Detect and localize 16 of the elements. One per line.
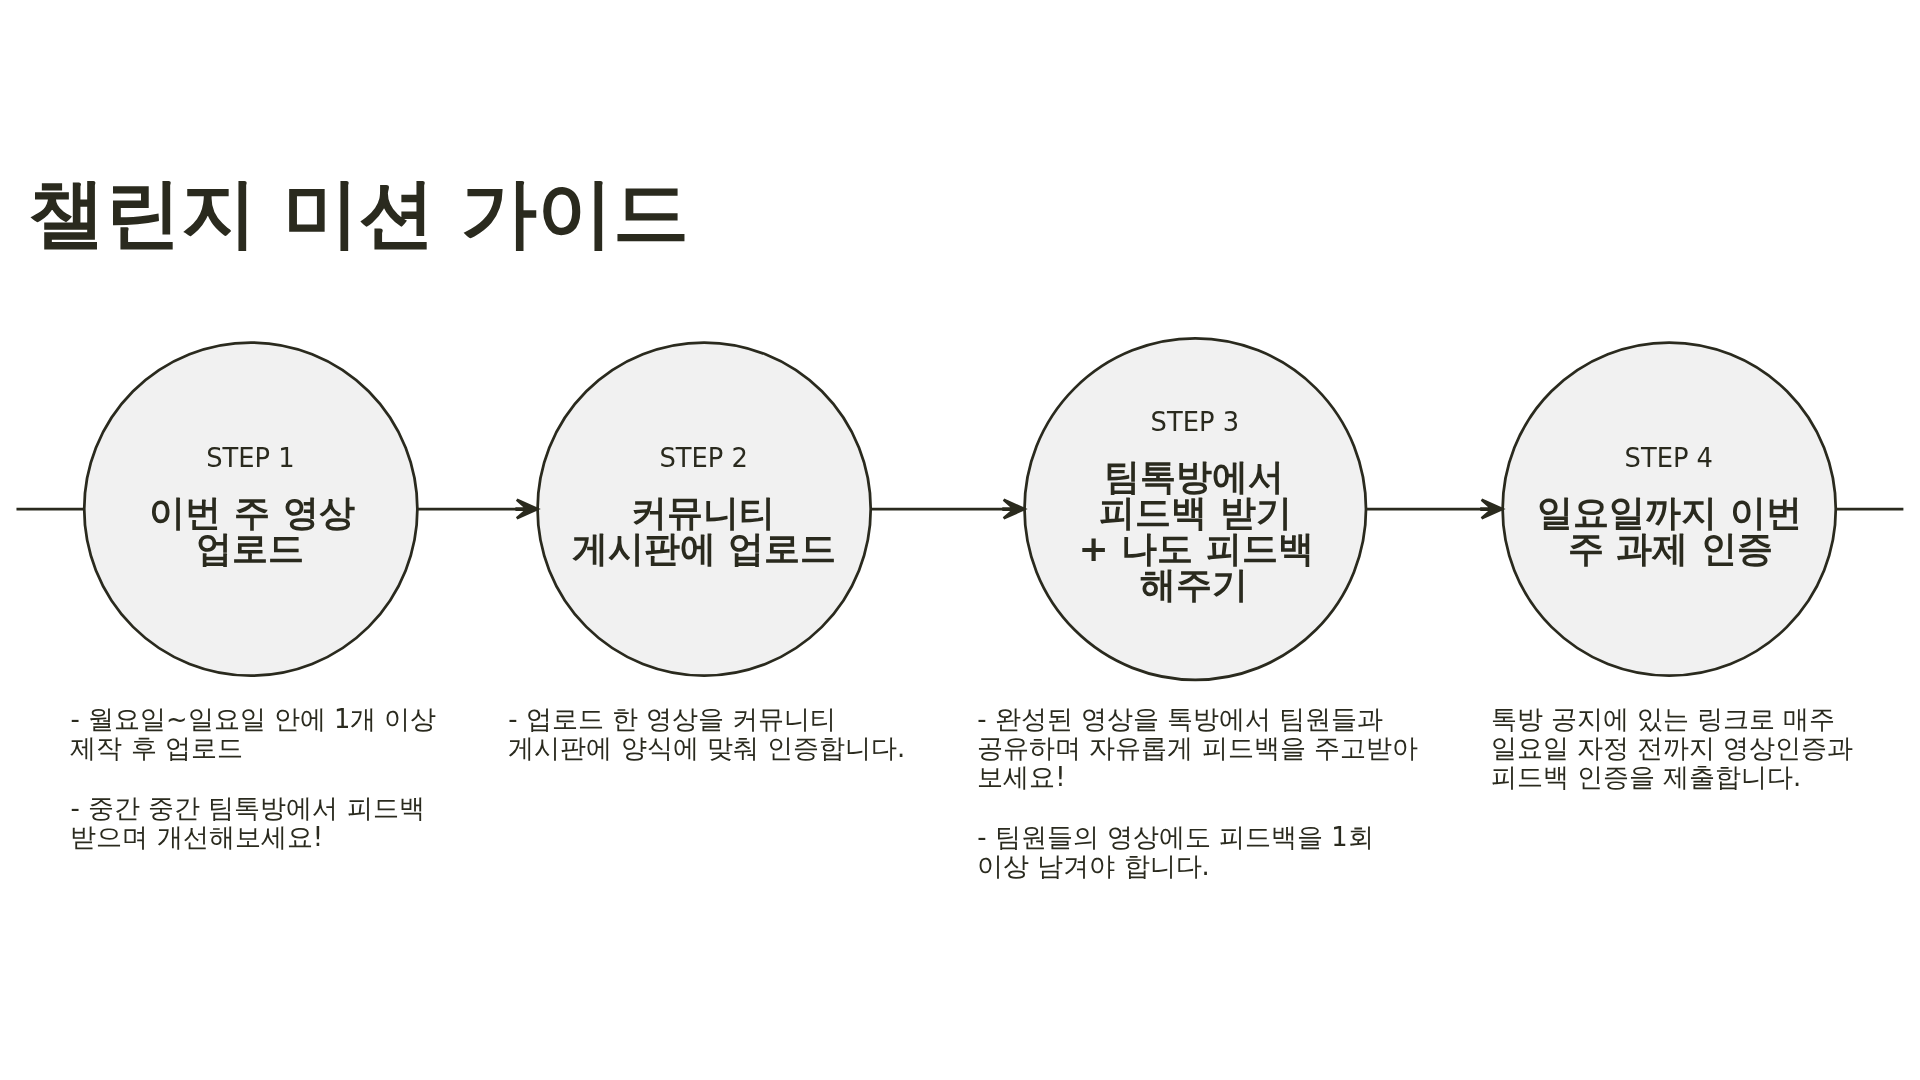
connector (16, 507, 85, 511)
node-circle: STEP 4 일요일까지 이번 주 과제 인증 (1501, 341, 1838, 678)
node-circle: STEP 1 이번 주 영상 업로드 (82, 341, 419, 678)
node-label: - 중간 중간 팀톡방에서 피드백 받으며 개선해보세요! (70, 792, 425, 853)
diagram-title: 챌린지 미션 가이드 (28, 169, 690, 258)
node-label: 톡방 공지에 있는 링크로 매주 일요일 자정 전까지 영상인증과 피드백 인증을 제출합니다. (1490, 703, 1854, 792)
arrow (1366, 498, 1504, 520)
connector (1836, 507, 1904, 511)
node-circle: STEP 3 팀톡방에서 피드백 받기 + 나도 피드백 해주기 (1023, 337, 1368, 682)
arrow (417, 498, 539, 520)
node-label: - 업로드 한 영상을 커뮤니티 게시판에 양식에 맞춰 인증합니다. (508, 703, 906, 763)
node-label: - 월요일~일요일 안에 1개 이상 제작 후 업로드 (70, 703, 437, 763)
arrow (871, 498, 1026, 520)
node-label: - 팀원들의 영상에도 피드백을 1회 이상 남겨야 합니다. (977, 822, 1374, 882)
node-circle: STEP 2 커뮤니티 게시판에 업로드 (536, 341, 873, 678)
node-label: - 완성된 영상을 톡방에서 팀원들과 공유하며 자유롭게 피드백을 주고받아 보세요! (977, 703, 1418, 792)
